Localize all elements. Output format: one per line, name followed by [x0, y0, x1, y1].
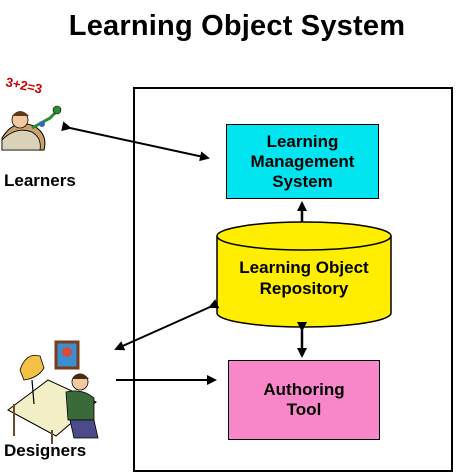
- learners-illustration: [1, 105, 62, 151]
- designers-label: Designers: [4, 441, 87, 460]
- designers-illustration: [7, 340, 99, 444]
- learners-math-text: 3+2=3: [4, 74, 43, 96]
- repository-cylinder: [216, 221, 392, 328]
- authoring-tool-box: Authoring Tool: [228, 360, 380, 440]
- learning-management-system-box: Learning Management System: [226, 124, 379, 199]
- edge-learners-lms: [61, 121, 210, 162]
- learning-object-repository-label: Learning Object Repository: [239, 258, 369, 298]
- learners-label: Learners: [4, 171, 76, 190]
- edge-repository-designers: [114, 299, 220, 351]
- diagram-title: Learning Object System: [68, 10, 406, 42]
